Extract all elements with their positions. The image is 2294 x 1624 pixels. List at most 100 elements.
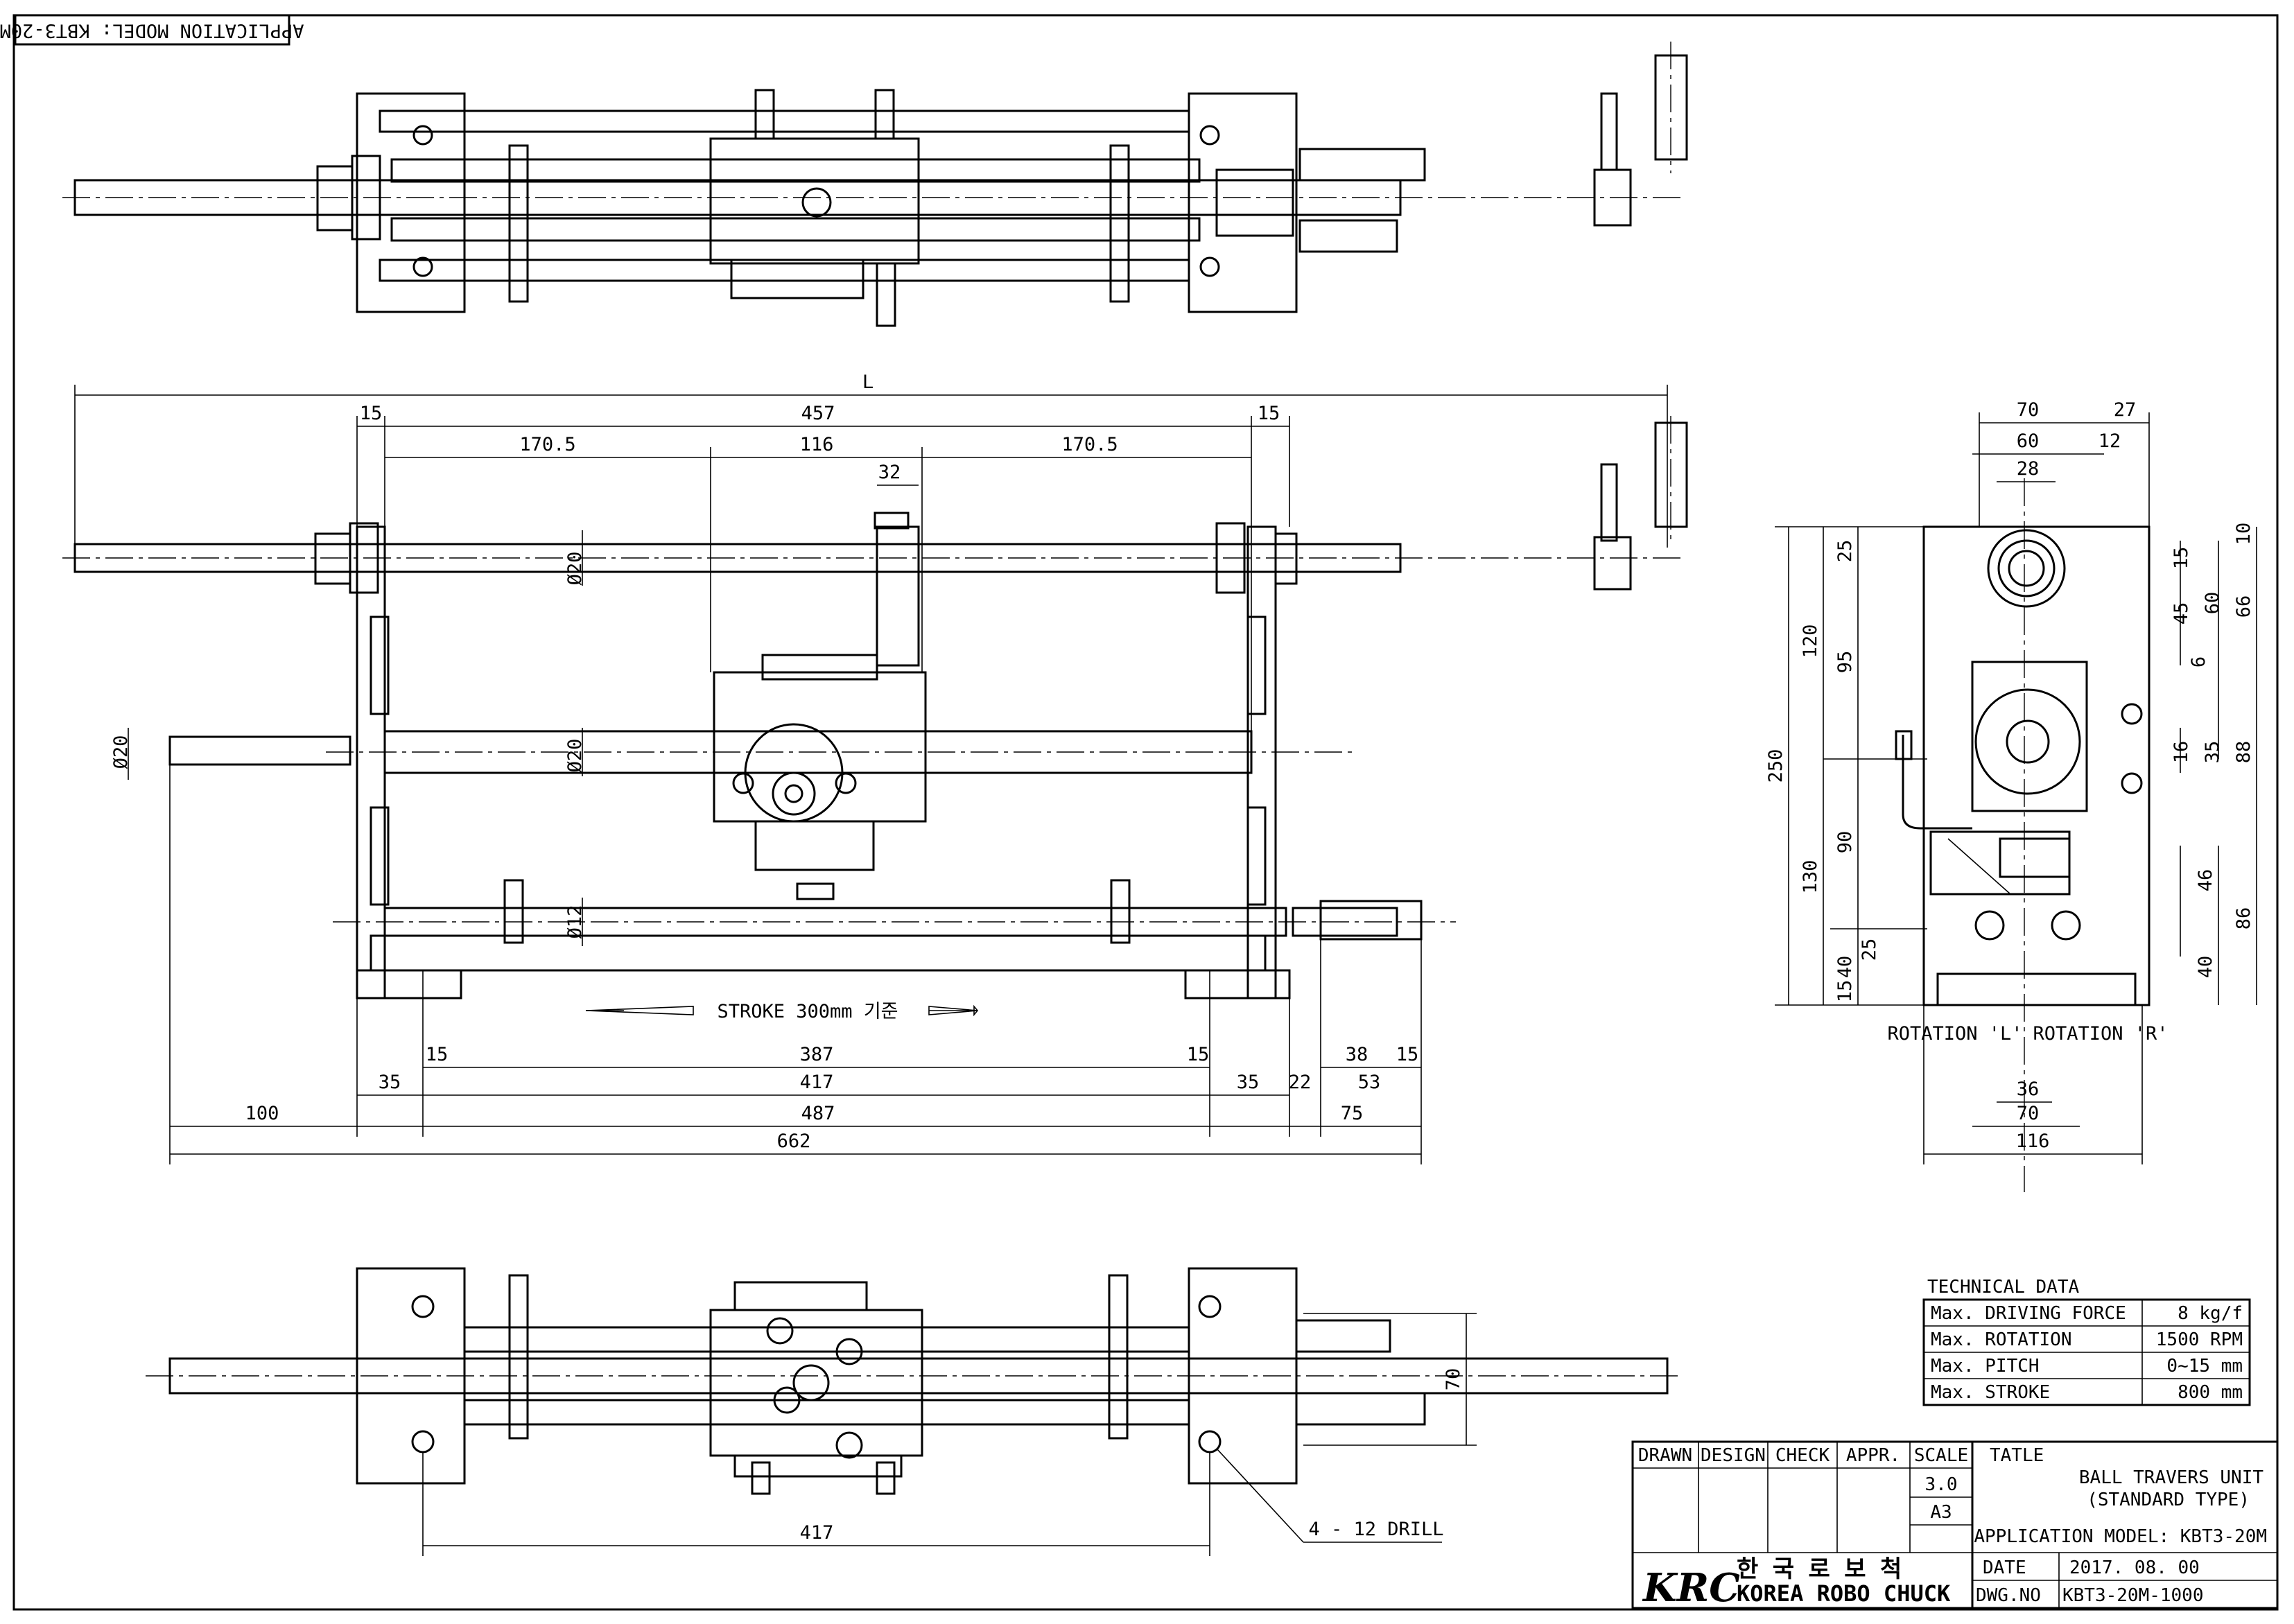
dim-bottom-3: 38 — [1346, 1044, 1368, 1065]
dim-top-3: 170.5 — [519, 434, 575, 455]
side-bottom-1: 70 — [2017, 1103, 2040, 1124]
rotation-left-label: ROTATION 'L' — [1887, 1023, 2022, 1045]
title-block: DRAWN DESIGN CHECK APPR. SCALE 3.0 A3 TA… — [1631, 1440, 2279, 1611]
tb-header-check: CHECK — [1775, 1445, 1830, 1466]
tech-row-1-value: 1500 RPM — [2156, 1329, 2243, 1350]
dim-bottom-7: 35 — [1237, 1072, 1260, 1093]
side-right-4: 66 — [2233, 595, 2254, 618]
stroke-note: STROKE 300mm 기준 — [718, 1001, 898, 1022]
tb-title-line2: (STANDARD TYPE) — [2087, 1490, 2250, 1510]
side-dimension-labels: 70 27 60 12 28 250 120 130 25 95 90 40 2… — [1765, 399, 2254, 1152]
side-top-2: 60 — [2017, 430, 2040, 452]
dim-top-1: 457 — [801, 403, 835, 424]
dim-bottom-13: 662 — [777, 1130, 811, 1152]
technical-data-title: TECHNICAL DATA — [1927, 1277, 2079, 1298]
application-model-header-text: APPLICATION MODEL: KBT3-20M — [0, 20, 304, 42]
company-logo: KRC — [1642, 1565, 1740, 1611]
side-left-3: 25 — [1834, 540, 1856, 563]
tb-header-appr: APPR. — [1846, 1445, 1900, 1466]
front-dimension-labels: L 15 457 15 170.5 116 170.5 32 Ø20 Ø20 Ø… — [110, 372, 1418, 1152]
side-top-3: 12 — [2099, 430, 2121, 452]
side-left-5: 90 — [1834, 831, 1856, 854]
tb-header-scale: SCALE — [1914, 1445, 1968, 1466]
bottom-view: 70 417 4 - 12 DRILL — [146, 1267, 1678, 1556]
side-bottom-0: 36 — [2017, 1079, 2040, 1100]
side-bottom-2: 116 — [2016, 1130, 2050, 1152]
side-left-7: 25 — [1859, 938, 1880, 961]
drill-note: 4 - 12 DRILL — [1308, 1519, 1443, 1540]
tech-row-0-value: 8 kg/f — [2178, 1303, 2243, 1324]
dim-overall-label: L — [862, 372, 874, 393]
tb-dwg-value: KBT3-20M-1000 — [2062, 1585, 2204, 1606]
tb-dwg-label: DWG.NO — [1976, 1585, 2041, 1606]
tb-header-drawn: DRAWN — [1638, 1445, 1692, 1466]
top-view — [62, 42, 1688, 327]
dim-bottom-6: 417 — [800, 1072, 834, 1093]
tech-row-3-label: Max. STROKE — [1931, 1382, 2050, 1403]
tb-paper-size: A3 — [1930, 1502, 1952, 1523]
tech-row-3-value: 800 mm — [2178, 1382, 2243, 1403]
side-right-3: 60 — [2202, 592, 2223, 615]
application-model-header: APPLICATION MODEL: KBT3-20M — [0, 14, 304, 46]
dim-bottom-4: 15 — [1396, 1044, 1419, 1065]
side-left-4: 95 — [1834, 651, 1856, 674]
side-left-2: 130 — [1800, 860, 1821, 894]
side-right-2: 45 — [2171, 602, 2192, 625]
dim-bottom-10: 100 — [245, 1103, 279, 1124]
side-left-0: 250 — [1765, 749, 1787, 783]
side-view — [1895, 478, 2150, 1192]
dim-top-2: 15 — [1258, 403, 1280, 424]
drawing-border — [12, 14, 2279, 1611]
tb-title-line1: BALL TRAVERS UNIT — [2079, 1467, 2263, 1488]
dim-bottom-8: 22 — [1289, 1072, 1312, 1093]
dim-bottom-12: 75 — [1341, 1103, 1364, 1124]
side-right-9: 46 — [2195, 869, 2216, 892]
side-right-5: 6 — [2188, 656, 2209, 667]
rotation-right-label: ROTATION 'R' — [2033, 1023, 2168, 1045]
dim-top-6: 32 — [878, 462, 901, 483]
tb-scale-value: 3.0 — [1925, 1474, 1958, 1495]
dim-top-4: 116 — [800, 434, 834, 455]
dim-diameter-2: Ø20 — [110, 735, 132, 769]
dim-top-0: 15 — [360, 403, 383, 424]
tb-date-value: 2017. 08. 00 — [2069, 1557, 2200, 1578]
dim-bottom-11: 487 — [801, 1103, 835, 1124]
company-korean: 한 국 로 보 척 — [1737, 1555, 1902, 1583]
company-english: KOREA ROBO CHUCK — [1737, 1580, 1951, 1607]
dim-diameter-3: Ø12 — [564, 905, 586, 939]
side-top-1: 27 — [2114, 399, 2137, 421]
tech-row-1-label: Max. ROTATION — [1931, 1329, 2072, 1350]
dim-bottom-1: 387 — [800, 1044, 834, 1065]
side-right-11: 40 — [2195, 956, 2216, 979]
side-right-0: 10 — [2233, 523, 2254, 545]
side-top-0: 70 — [2017, 399, 2040, 421]
dim-top-5: 170.5 — [1061, 434, 1118, 455]
side-right-1: 15 — [2171, 547, 2192, 570]
side-dimensions — [1775, 412, 2257, 1164]
tb-application-model: APPLICATION MODEL: KBT3-20M — [1974, 1526, 2267, 1547]
side-left-1: 120 — [1800, 625, 1821, 658]
tb-header-design: DESIGN — [1701, 1445, 1766, 1466]
dim-bottom-5: 35 — [379, 1072, 401, 1093]
technical-data-table: TECHNICAL DATA Max. DRIVING FORCE 8 kg/f… — [1922, 1277, 2251, 1406]
side-top-4: 28 — [2017, 458, 2040, 480]
dim-bottom-9: 53 — [1358, 1072, 1381, 1093]
dim-bottom-2: 15 — [1187, 1044, 1210, 1065]
front-view — [62, 416, 1688, 999]
front-dimensions — [74, 385, 1668, 1164]
dim-bottom-0: 15 — [426, 1044, 449, 1065]
bottom-dim-width: 417 — [800, 1522, 834, 1544]
tech-row-2-label: Max. PITCH — [1931, 1356, 2040, 1377]
side-right-8: 88 — [2233, 741, 2254, 764]
dim-diameter-0: Ø20 — [564, 552, 586, 586]
tech-row-2-value: 0~15 mm — [2166, 1356, 2243, 1377]
bottom-dim-height: 70 — [1443, 1368, 1464, 1391]
side-right-10: 86 — [2233, 907, 2254, 930]
side-right-7: 35 — [2202, 741, 2223, 764]
dim-diameter-1: Ø20 — [564, 739, 586, 773]
side-left-6: 40 — [1834, 956, 1856, 979]
tb-date-label: DATE — [1983, 1557, 2026, 1578]
side-right-6: 16 — [2171, 741, 2192, 764]
tech-row-0-label: Max. DRIVING FORCE — [1931, 1303, 2126, 1324]
